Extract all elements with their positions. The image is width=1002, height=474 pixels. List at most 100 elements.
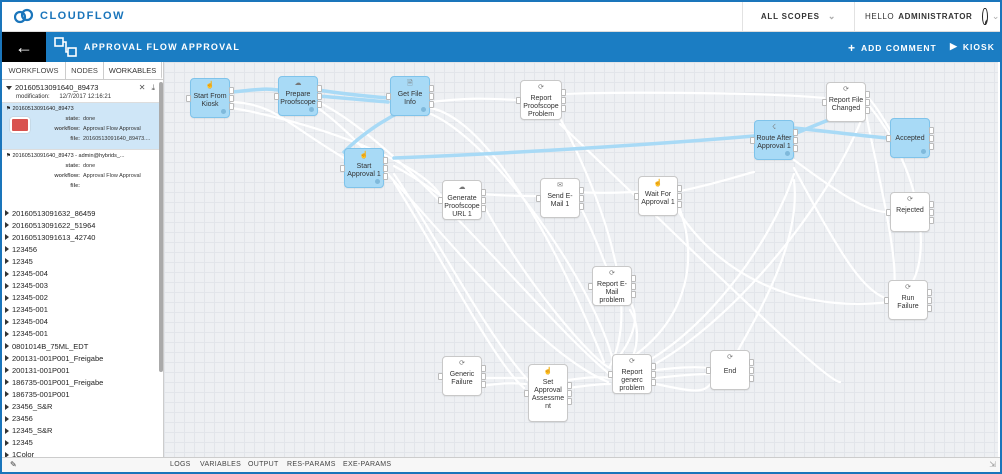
output-port[interactable] [383, 173, 388, 180]
workable-list-item[interactable]: 20160513091613_42740 [2, 231, 158, 243]
workable-list-item[interactable]: 20160513091632_86459 [2, 207, 158, 219]
output-port[interactable] [929, 217, 934, 224]
output-port[interactable] [481, 205, 486, 212]
output-port[interactable] [793, 129, 798, 136]
output-port[interactable] [651, 363, 656, 370]
output-port[interactable] [429, 93, 434, 100]
pencil-icon[interactable]: ✎ [10, 460, 17, 469]
close-icon[interactable]: ✕ [138, 83, 146, 92]
node-generate-proofscope-url[interactable]: ☁ Generate Proofscope URL 1 [438, 180, 486, 220]
output-port[interactable] [651, 379, 656, 386]
output-port[interactable] [651, 371, 656, 378]
workable-list-item[interactable]: 12345-002 [2, 292, 158, 304]
input-port[interactable] [608, 371, 613, 378]
output-port[interactable] [481, 197, 486, 204]
output-port[interactable] [927, 289, 932, 296]
input-port[interactable] [536, 195, 541, 202]
scope-selector[interactable]: ALL SCOPES ⌄ [742, 2, 854, 31]
node-prepare-proofscope[interactable]: ☁ Prepare Proofscope [274, 76, 322, 116]
node-report-proofscope-problem[interactable]: ⟳ Report Proofscope Problem [516, 80, 566, 120]
input-port[interactable] [884, 297, 889, 304]
output-port[interactable] [929, 127, 934, 134]
tab-workflows[interactable]: WORKFLOWS [2, 62, 66, 79]
output-port[interactable] [929, 143, 934, 150]
workable-list-item[interactable]: 12345-001 [2, 328, 158, 340]
tab-exe-params[interactable]: EXE-PARAMS [343, 461, 392, 468]
output-port[interactable] [481, 373, 486, 380]
node-generic-failure[interactable]: ⟳ Generic Failure [438, 356, 486, 396]
input-port[interactable] [340, 165, 345, 172]
output-port[interactable] [429, 101, 434, 108]
output-port[interactable] [631, 283, 636, 290]
workflow-canvas[interactable]: ☝ Start From Kiosk ☁ Prepare Proofscope … [164, 62, 998, 457]
output-port[interactable] [561, 105, 566, 112]
output-port[interactable] [631, 275, 636, 282]
workable-list-item[interactable]: 12345-004 [2, 316, 158, 328]
input-port[interactable] [588, 283, 593, 290]
output-port[interactable] [865, 99, 870, 106]
input-port[interactable] [438, 197, 443, 204]
workable-list-item[interactable]: 12345 [2, 437, 158, 449]
node-accepted[interactable]: Accepted [886, 118, 934, 158]
input-port[interactable] [438, 373, 443, 380]
resize-handle-icon[interactable]: ⇲ [989, 460, 996, 469]
node-start-approval[interactable]: ☝ Start Approval 1 [340, 148, 388, 188]
output-port[interactable] [561, 97, 566, 104]
output-port[interactable] [579, 187, 584, 194]
node-report-email-problem[interactable]: ⟳ Report E-Mail problem [588, 266, 636, 306]
back-button[interactable]: ← [2, 32, 46, 62]
output-port[interactable] [567, 390, 572, 397]
input-port[interactable] [386, 93, 391, 100]
tab-res-params[interactable]: RES-PARAMS [287, 461, 336, 468]
add-comment-button[interactable]: + ADD COMMENT [848, 41, 937, 55]
output-port[interactable] [631, 291, 636, 298]
workable-list-item[interactable]: 200131-001P001_Freigabe [2, 352, 158, 364]
node-get-file-info[interactable]: 🗎 Get File Info [386, 76, 434, 116]
brand-logo[interactable]: CLOUDFLOW [14, 8, 125, 24]
workable-list-item[interactable]: 20160513091622_51964 [2, 219, 158, 231]
output-port[interactable] [929, 135, 934, 142]
node-rejected[interactable]: ⟳ Rejected [886, 192, 934, 232]
output-port[interactable] [481, 189, 486, 196]
kiosk-button[interactable]: ▶ KIOSK [950, 41, 995, 52]
job-item[interactable]: ⚑ 20160513091640_89473 - admin@hybrids_.… [2, 149, 163, 193]
workable-list-item[interactable]: 12345 [2, 255, 158, 267]
output-port[interactable] [927, 305, 932, 312]
output-port[interactable] [567, 382, 572, 389]
output-port[interactable] [793, 145, 798, 152]
workable-list-item[interactable]: 23456_S&R [2, 401, 158, 413]
output-port[interactable] [749, 367, 754, 374]
output-port[interactable] [383, 157, 388, 164]
node-report-generic-problem[interactable]: ⟳ Report generc problem [608, 354, 656, 394]
output-port[interactable] [677, 185, 682, 192]
tab-nodes[interactable]: NODES [66, 62, 104, 79]
output-port[interactable] [229, 103, 234, 110]
node-report-file-changed[interactable]: ⟳ Report File Changed [822, 82, 870, 122]
output-port[interactable] [317, 93, 322, 100]
workable-list-item[interactable]: 0801014B_75ML_EDT [2, 340, 158, 352]
workable-list-item[interactable]: 23456 [2, 413, 158, 425]
input-port[interactable] [524, 390, 529, 397]
input-port[interactable] [750, 137, 755, 144]
output-port[interactable] [927, 297, 932, 304]
output-port[interactable] [481, 365, 486, 372]
node-wait-for-approval[interactable]: ☝ Wait For Approval 1 [634, 176, 682, 216]
input-port[interactable] [886, 135, 891, 142]
output-port[interactable] [793, 137, 798, 144]
output-port[interactable] [929, 201, 934, 208]
workable-list-item[interactable]: 186735-001P001_Freigabe [2, 376, 158, 388]
tab-workables[interactable]: WORKABLES [104, 62, 162, 79]
workable-list-item[interactable]: 186735-001P001 [2, 388, 158, 400]
tab-variables[interactable]: VARIABLES [200, 461, 242, 468]
input-port[interactable] [822, 99, 827, 106]
node-start-from-kiosk[interactable]: ☝ Start From Kiosk [186, 78, 234, 118]
output-port[interactable] [429, 85, 434, 92]
output-port[interactable] [677, 201, 682, 208]
output-port[interactable] [749, 375, 754, 382]
node-route-after-approval[interactable]: ☇ Route After Approval 1 [750, 120, 798, 160]
input-port[interactable] [274, 93, 279, 100]
workable-list-item[interactable]: 12345_S&R [2, 425, 158, 437]
workable-list-item[interactable]: 1Color [2, 449, 158, 461]
node-end[interactable]: ⟳ End [706, 350, 754, 390]
output-port[interactable] [865, 107, 870, 114]
